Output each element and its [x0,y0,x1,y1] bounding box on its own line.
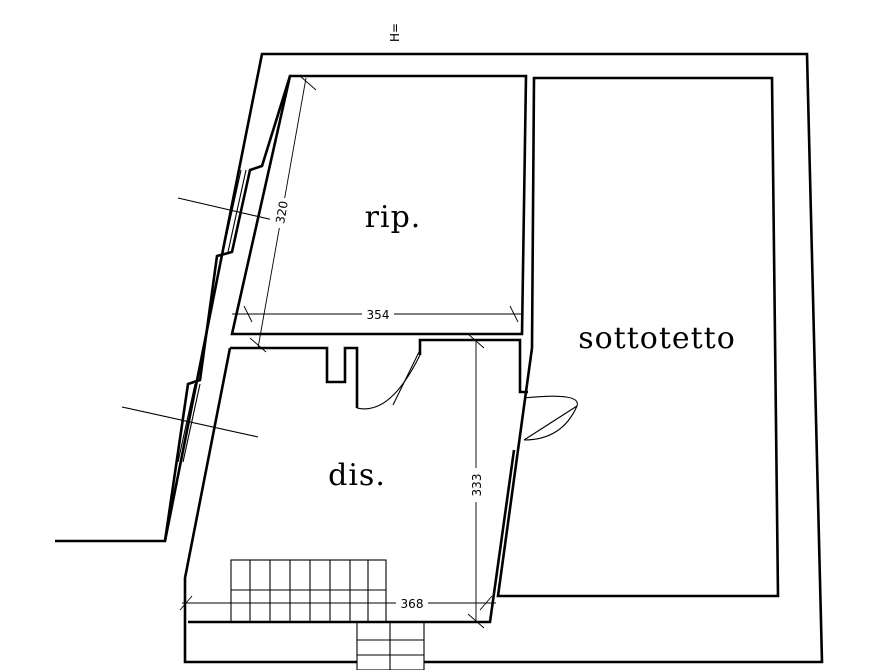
window-jambs [163,75,292,542]
dimension-label-dis-height: 333 [470,474,484,497]
dim-label-bg [270,198,292,228]
dimension-dis-width [179,595,496,611]
height-marker: H= [388,23,402,42]
staircase [230,559,425,670]
door-dis-sottotetto [523,395,578,441]
room-label-dis: dis. [328,458,386,493]
outer-wall [55,52,824,664]
sottotetto-room-walls [496,76,780,598]
room-label-sottotetto: sottotetto [578,321,736,356]
door-rip-dis [356,349,421,410]
dimension-label-dis-width: 368 [401,597,424,611]
window-lines [121,197,283,438]
rip-room-walls [230,74,528,336]
dimension-label-rip-width: 354 [367,308,390,322]
dim-label-bg [467,468,485,502]
dimension-label-rip-height: 320 [273,200,291,225]
dim-label-bg [396,594,428,612]
room-label-rip: rip. [365,200,422,235]
dim-label-bg [362,305,394,323]
